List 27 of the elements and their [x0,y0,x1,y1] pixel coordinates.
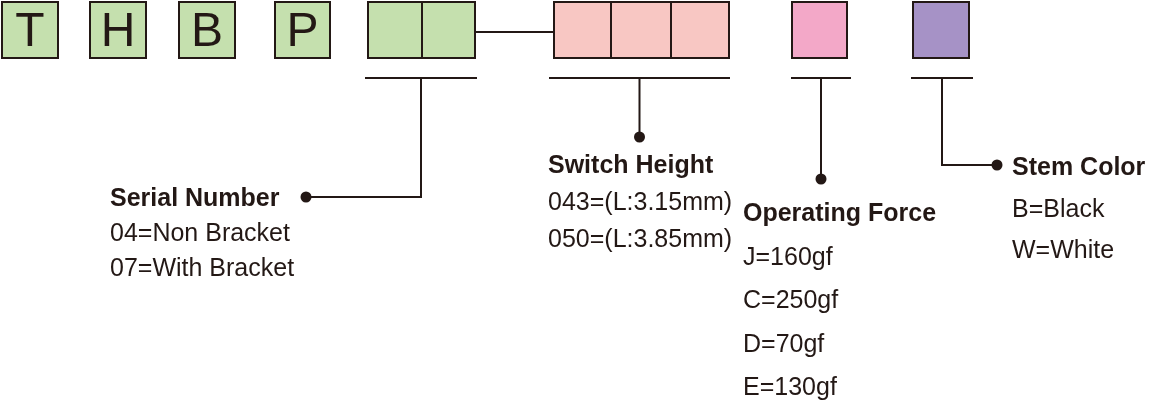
option-text: D=70gf [743,328,825,357]
option-text: 07=With Bracket [110,253,295,281]
code-box: P [274,1,331,59]
option-text: C=250gf [743,285,839,313]
field-heading: Operating Force [743,198,937,226]
leader-line [300,78,422,203]
empty-code-box [367,1,423,59]
field-heading: Serial Number [110,183,280,211]
field-heading: Stem Color [1012,152,1146,180]
empty-code-box [912,1,970,59]
code-box: H [89,1,147,59]
code-box: T [1,1,59,59]
field-heading: Switch Height [548,150,714,178]
leader-line [941,78,1003,171]
code-box: B [178,1,236,59]
leader-line [634,78,645,143]
empty-code-box [791,1,848,59]
connector-line [475,31,554,33]
option-text: B=Black [1012,193,1105,222]
option-text: J=160gf [743,241,833,270]
option-text: E=130gf [743,372,837,400]
empty-code-box [421,1,476,59]
leader-line [815,78,827,185]
option-text: W=White [1012,235,1115,263]
option-text: 04=Non Bracket [110,218,290,246]
option-text: 043=(L:3.15mm) [548,187,733,215]
option-text: 050=(L:3.85mm) [548,224,733,252]
